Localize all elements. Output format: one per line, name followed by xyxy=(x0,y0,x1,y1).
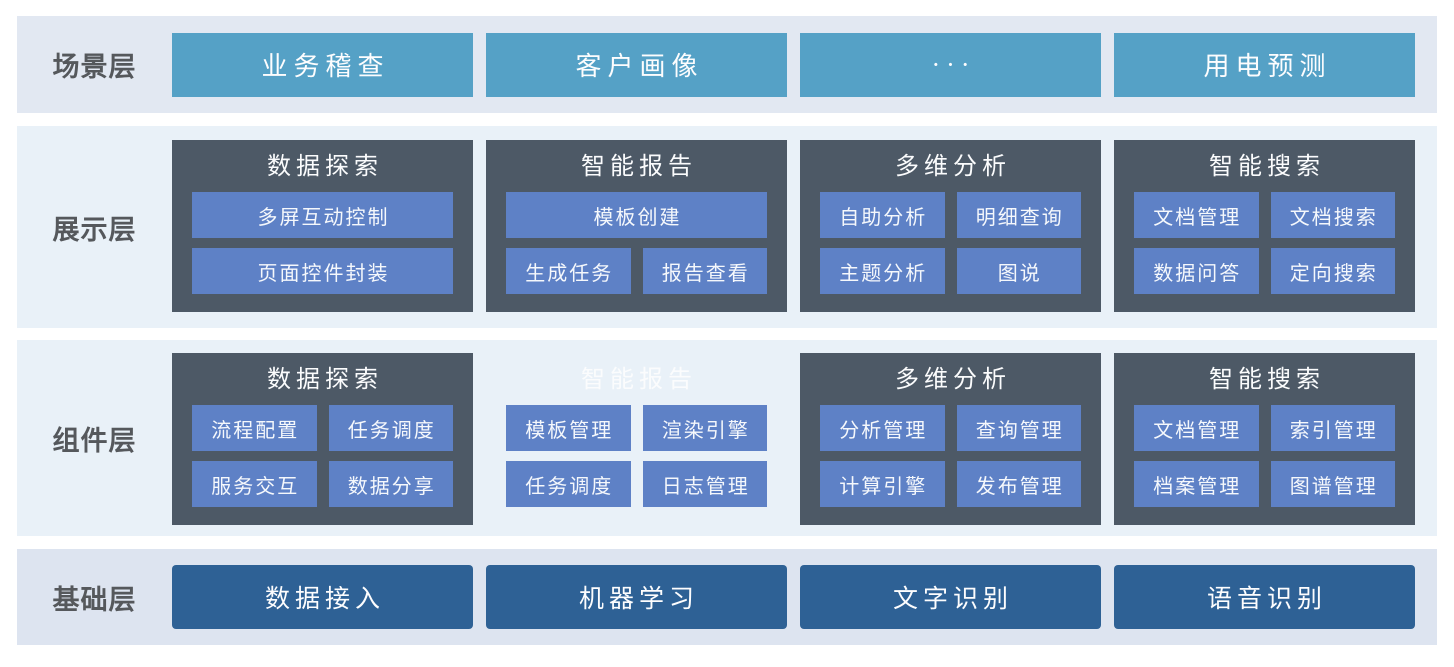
group-title: 智能搜索 xyxy=(1209,367,1325,393)
group-modules: 模板创建 生成任务 报告查看 xyxy=(506,192,767,294)
module-button: 任务调度 xyxy=(506,461,631,507)
module-button: 发布管理 xyxy=(956,461,1081,507)
module-button: 自助分析 xyxy=(820,192,945,238)
module-button: 服务交互 xyxy=(192,461,317,507)
presentation-layer-label: 展示层 xyxy=(52,214,137,245)
group-data-explore: 数据探索 多屏互动控制 页面控件封装 xyxy=(172,140,473,312)
group-smart-report: 智能报告 模板管理 渲染引擎 任务调度 日志管理 xyxy=(486,353,787,525)
group-modules: 多屏互动控制 页面控件封装 xyxy=(192,192,453,294)
component-layer-band: 组件层 数据探索 流程配置 任务调度 服务交互 数据分享 智能报告 模板管理 渲… xyxy=(17,340,1437,536)
group-multidim-analysis: 多维分析 自助分析 明细查询 主题分析 图说 xyxy=(800,140,1101,312)
foundation-box-speech-recognition: 语音识别 xyxy=(1114,565,1415,629)
foundation-box-data-access: 数据接入 xyxy=(172,565,473,629)
group-modules: 文档管理 文档搜索 数据问答 定向搜索 xyxy=(1134,192,1395,294)
scenario-layer-band: 场景层 业务稽查 客户画像 ··· 用电预测 xyxy=(17,16,1437,113)
component-layer-label: 组件层 xyxy=(52,425,137,456)
module-button: 文档管理 xyxy=(1134,405,1259,451)
component-layer-label-area: 组件层 xyxy=(17,340,172,536)
group-modules: 流程配置 任务调度 服务交互 数据分享 xyxy=(192,405,453,507)
module-button: 图说 xyxy=(956,248,1081,294)
module-button: 文档管理 xyxy=(1134,192,1259,238)
group-modules: 自助分析 明细查询 主题分析 图说 xyxy=(820,192,1081,294)
scenario-boxes: 业务稽查 客户画像 ··· 用电预测 xyxy=(172,16,1437,113)
foundation-box-ocr: 文字识别 xyxy=(800,565,1101,629)
module-button: 日志管理 xyxy=(642,461,767,507)
module-button: 报告查看 xyxy=(642,248,767,294)
module-button: 页面控件封装 xyxy=(192,248,453,294)
module-button: 数据分享 xyxy=(328,461,453,507)
module-button: 计算引擎 xyxy=(820,461,945,507)
module-button: 模板创建 xyxy=(506,192,767,238)
group-data-explore: 数据探索 流程配置 任务调度 服务交互 数据分享 xyxy=(172,353,473,525)
foundation-layer-band: 基础层 数据接入 机器学习 文字识别 语音识别 xyxy=(17,549,1437,645)
module-button: 索引管理 xyxy=(1270,405,1395,451)
scenario-box-ellipsis: ··· xyxy=(800,32,1101,97)
group-smart-report: 智能报告 模板创建 生成任务 报告查看 xyxy=(486,140,787,312)
module-button: 文档搜索 xyxy=(1270,192,1395,238)
scenario-layer-label-area: 场景层 xyxy=(17,16,172,113)
module-button: 数据问答 xyxy=(1134,248,1259,294)
module-button: 分析管理 xyxy=(820,405,945,451)
module-button: 生成任务 xyxy=(506,248,631,294)
group-title: 多维分析 xyxy=(895,367,1011,393)
scenario-box-power-forecast: 用电预测 xyxy=(1114,32,1415,97)
scenario-layer-label: 场景层 xyxy=(52,52,137,82)
group-title: 智能报告 xyxy=(581,154,697,180)
group-multidim-analysis: 多维分析 分析管理 查询管理 计算引擎 发布管理 xyxy=(800,353,1101,525)
module-button: 模板管理 xyxy=(506,405,631,451)
group-title: 智能报告 xyxy=(581,367,697,393)
group-smart-search: 智能搜索 文档管理 文档搜索 数据问答 定向搜索 xyxy=(1114,140,1415,312)
presentation-layer-band: 展示层 数据探索 多屏互动控制 页面控件封装 智能报告 模板创建 生成任务 报告… xyxy=(17,126,1437,328)
module-button: 渲染引擎 xyxy=(642,405,767,451)
foundation-layer-label-area: 基础层 xyxy=(17,549,172,645)
group-title: 数据探索 xyxy=(267,367,383,393)
module-button: 任务调度 xyxy=(328,405,453,451)
module-button: 档案管理 xyxy=(1134,461,1259,507)
component-groups: 数据探索 流程配置 任务调度 服务交互 数据分享 智能报告 模板管理 渲染引擎 … xyxy=(172,340,1437,536)
foundation-box-machine-learning: 机器学习 xyxy=(486,565,787,629)
scenario-box-customer-profile: 客户画像 xyxy=(486,32,787,97)
module-button: 查询管理 xyxy=(956,405,1081,451)
module-button: 明细查询 xyxy=(956,192,1081,238)
presentation-layer-label-area: 展示层 xyxy=(17,126,172,328)
group-title: 数据探索 xyxy=(267,154,383,180)
module-button: 流程配置 xyxy=(192,405,317,451)
module-button: 图谱管理 xyxy=(1270,461,1395,507)
group-modules: 文档管理 索引管理 档案管理 图谱管理 xyxy=(1134,405,1395,507)
group-title: 多维分析 xyxy=(895,154,1011,180)
group-modules: 分析管理 查询管理 计算引擎 发布管理 xyxy=(820,405,1081,507)
group-title: 智能搜索 xyxy=(1209,154,1325,180)
presentation-groups: 数据探索 多屏互动控制 页面控件封装 智能报告 模板创建 生成任务 报告查看 多… xyxy=(172,126,1437,328)
group-modules: 模板管理 渲染引擎 任务调度 日志管理 xyxy=(506,405,767,507)
scenario-box-business-audit: 业务稽查 xyxy=(172,32,473,97)
module-button: 主题分析 xyxy=(820,248,945,294)
module-button: 多屏互动控制 xyxy=(192,192,453,238)
module-button: 定向搜索 xyxy=(1270,248,1395,294)
foundation-boxes: 数据接入 机器学习 文字识别 语音识别 xyxy=(172,549,1437,645)
foundation-layer-label: 基础层 xyxy=(52,584,137,615)
group-smart-search: 智能搜索 文档管理 索引管理 档案管理 图谱管理 xyxy=(1114,353,1415,525)
